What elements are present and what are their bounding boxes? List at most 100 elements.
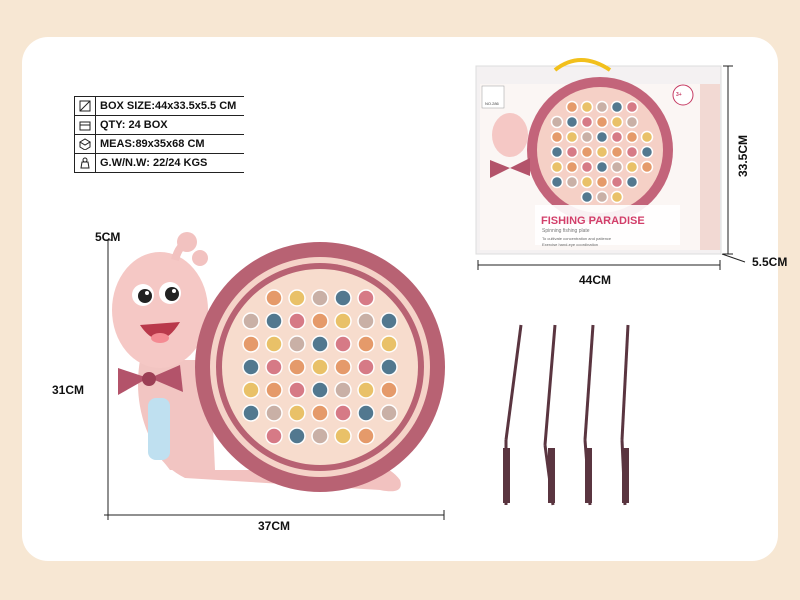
fish-piece [565,145,579,159]
fish-piece [565,175,579,189]
fish-piece [610,100,624,114]
package-bullet-1: To cultivate concentration and patience [542,236,612,241]
fish-piece [357,335,375,353]
fish-piece [580,115,594,129]
fish-piece [265,289,283,307]
fish-piece [311,289,329,307]
box-stack-icon [75,116,96,134]
spec-table: BOX SIZE:44x33.5x5.5 CM QTY: 24 BOX MEAS… [74,96,244,173]
fish-piece [334,427,352,445]
fish-piece [357,289,375,307]
fish-piece [565,160,579,174]
toy-width-label: 37CM [258,519,291,533]
fish-piece [640,160,654,174]
box-width-label: 44CM [579,273,612,287]
fish-piece [595,115,609,129]
fish-piece [242,381,260,399]
fish-piece [625,160,639,174]
fish-piece [334,312,352,330]
fish-piece [265,358,283,376]
fish-piece [288,289,306,307]
fish-piece [550,130,564,144]
fish-piece [334,335,352,353]
fish-piece [334,404,352,422]
spec-row-qty: QTY: 24 BOX [74,116,244,135]
box-dimension-lines [477,65,746,270]
fish-piece [580,130,594,144]
fish-piece [580,175,594,189]
fish-piece [357,427,375,445]
package-title: FISHING PARADISE [541,215,645,227]
fish-piece [595,190,609,204]
fish-piece [610,190,624,204]
weight-icon [75,154,96,172]
fish-piece [265,312,283,330]
fish-piece [311,358,329,376]
fish-piece [580,100,594,114]
fish-piece [288,358,306,376]
toy-dimension-lines [104,239,445,520]
fish-piece [625,175,639,189]
fish-piece [334,358,352,376]
fish-piece [595,145,609,159]
fish-piece [610,115,624,129]
fish-piece [288,312,306,330]
fish-piece [640,145,654,159]
fish-piece [288,335,306,353]
fish-piece [357,312,375,330]
fish-piece [265,335,283,353]
fish-piece [357,381,375,399]
fish-piece [565,130,579,144]
fish-piece [380,381,398,399]
fish-piece [565,100,579,114]
fish-piece [311,427,329,445]
spec-row-meas: MEAS:89x35x68 CM [74,135,244,154]
fish-piece [357,404,375,422]
box-depth-label: 5.5CM [752,255,788,269]
fish-piece [610,175,624,189]
fish-piece [288,404,306,422]
fish-piece [580,190,594,204]
fish-piece [242,312,260,330]
fish-piece [550,115,564,129]
package-subtitle: Spinning fishing plate [542,228,590,234]
fish-piece [265,427,283,445]
fish-piece [380,404,398,422]
fish-piece [595,175,609,189]
fish-piece [288,381,306,399]
rod-handles [503,448,629,503]
spec-qty: QTY: 24 BOX [100,119,168,131]
fish-piece [550,175,564,189]
spec-meas: MEAS:89x35x68 CM [100,138,205,150]
fish-piece [625,130,639,144]
fish-piece [265,404,283,422]
fish-piece [565,115,579,129]
fish-piece [610,160,624,174]
fish-piece [550,160,564,174]
fish-piece [595,100,609,114]
toy-thickness-label: 5CM [95,230,121,244]
fish-piece [242,404,260,422]
fish-piece [610,145,624,159]
fish-piece [550,145,564,159]
fish-piece [357,358,375,376]
fish-piece [380,335,398,353]
box-fish-grid [550,100,654,204]
fish-piece [625,100,639,114]
fish-piece [595,130,609,144]
fish-piece [311,335,329,353]
fish-piece [311,312,329,330]
fishing-rods [504,324,630,506]
spec-weight: G.W/N.W: 22/24 KGS [100,157,208,169]
fish-piece [311,404,329,422]
fish-piece [311,381,329,399]
fish-piece [580,160,594,174]
fish-piece [265,381,283,399]
package-model: NO.286 [485,101,499,106]
fish-piece [242,358,260,376]
box-height-label: 33.5CM [736,135,750,178]
package-age-badge: 3+ [676,92,682,98]
box-size-icon [75,97,96,115]
fish-piece [595,160,609,174]
